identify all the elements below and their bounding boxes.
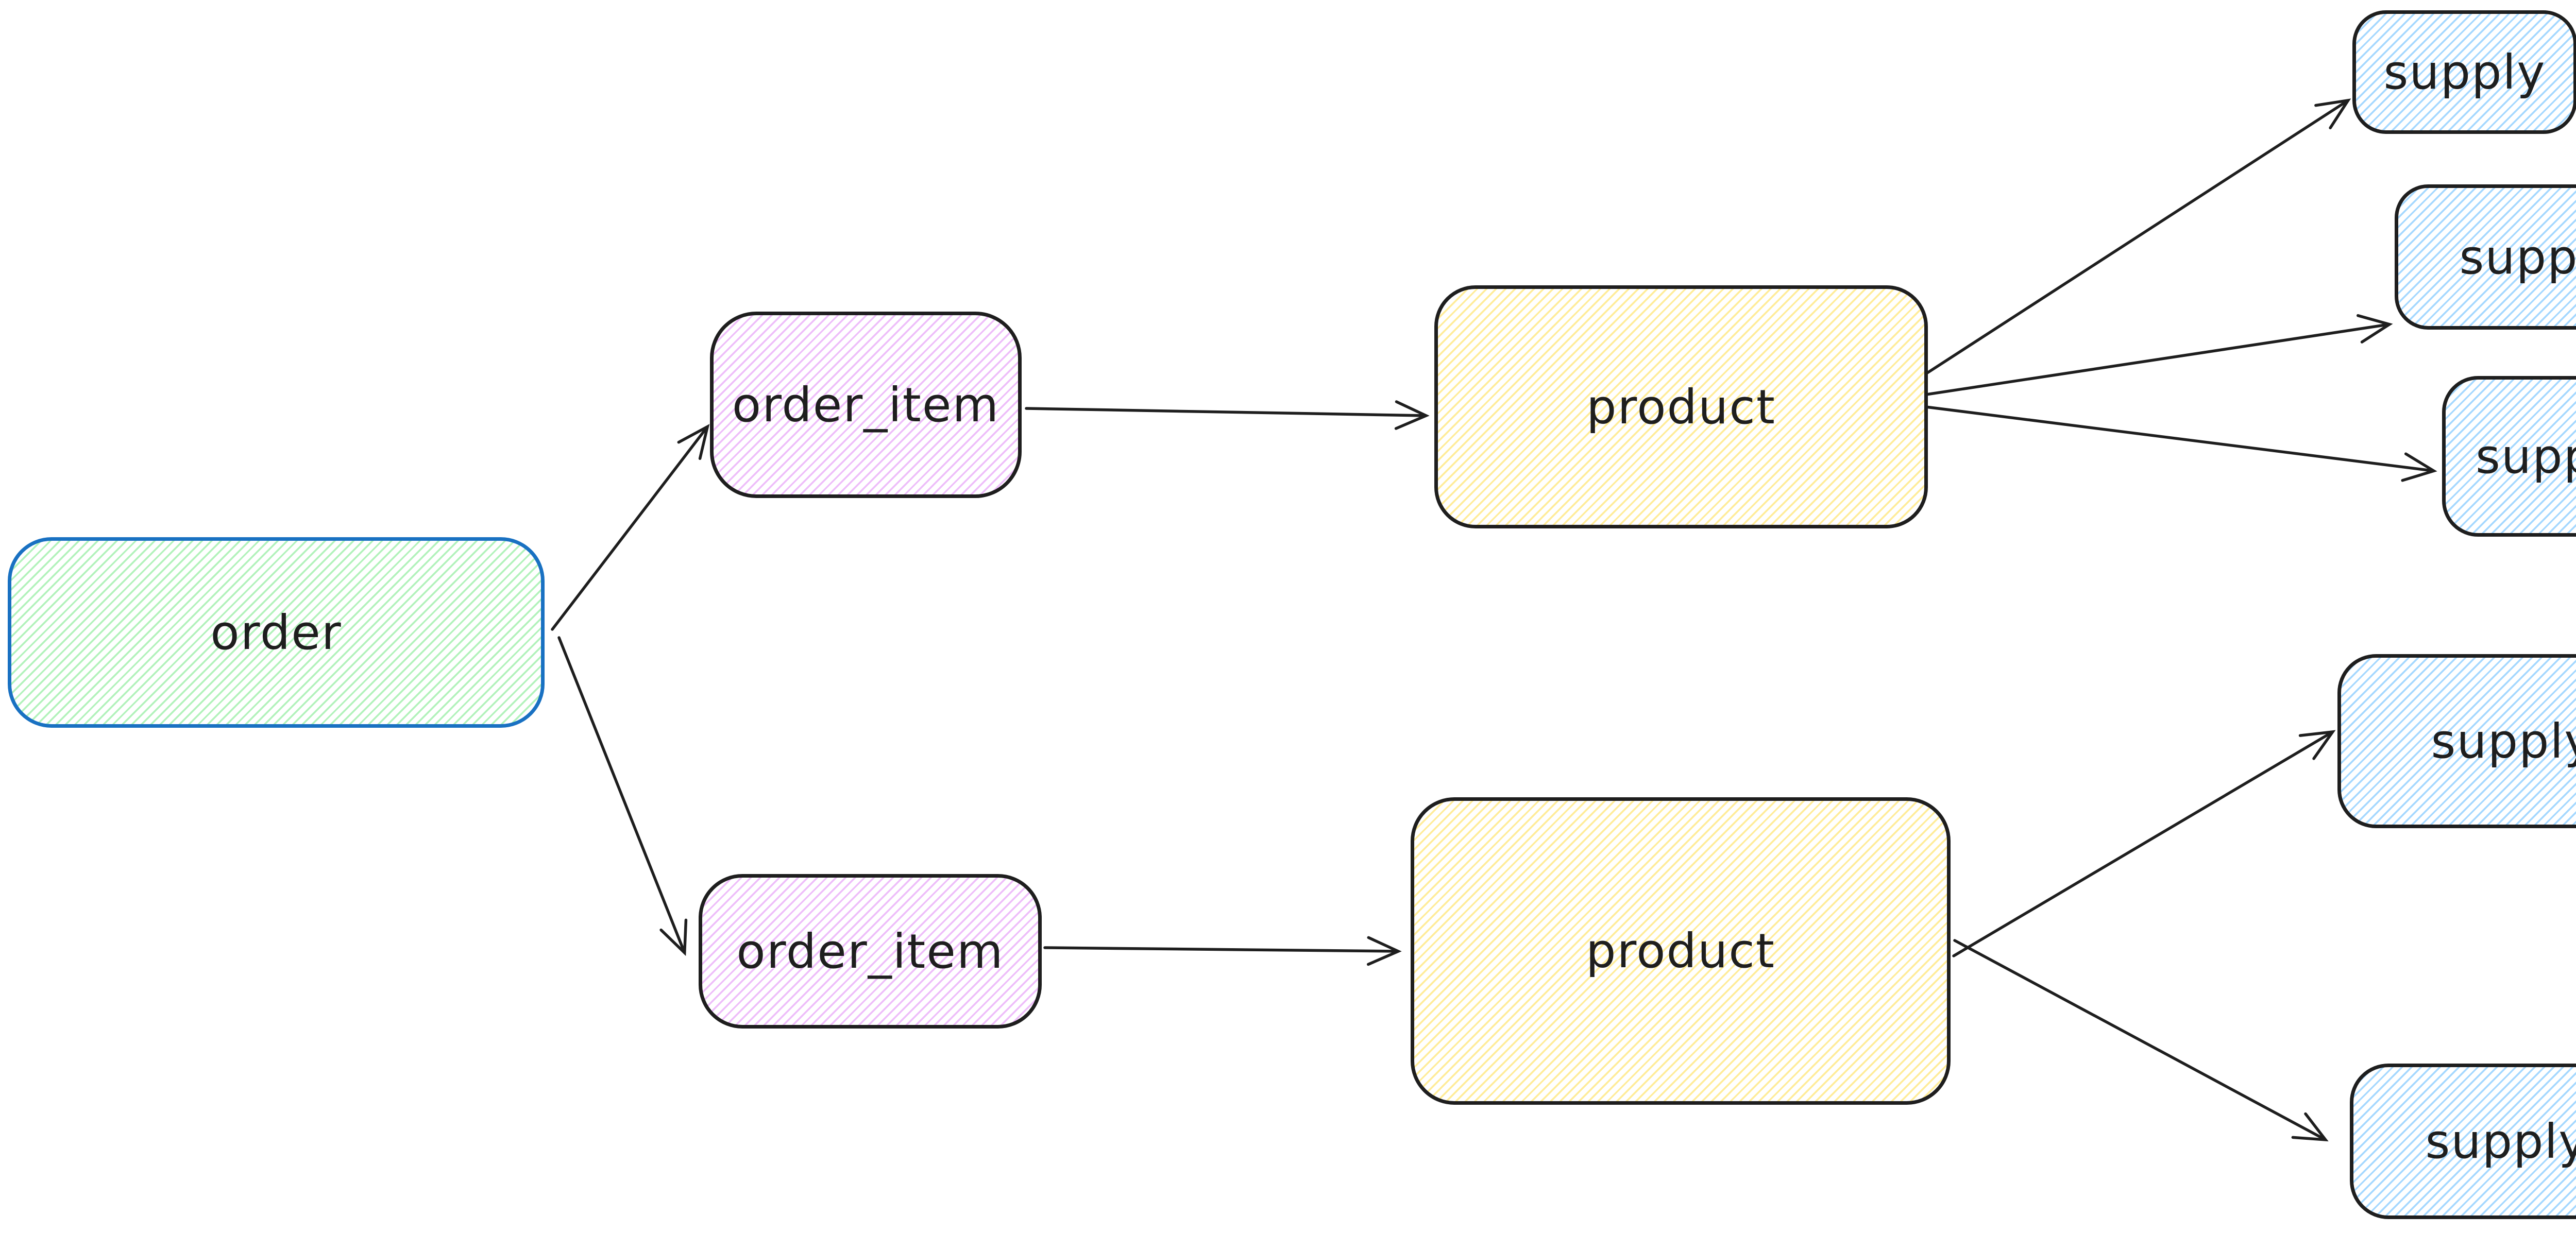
node-supply-3: supply	[2442, 376, 2576, 537]
node-order: order	[8, 537, 545, 728]
node-product-1: product	[1434, 285, 1928, 528]
node-order-item-1-label: order_item	[732, 377, 1000, 433]
node-product-2-label: product	[1586, 923, 1775, 979]
arrow-order-item-1-to-product-1	[1025, 400, 1430, 430]
arrow-product-2-to-supply-4	[1952, 730, 2336, 957]
node-order-item-1: order_item	[710, 312, 1022, 498]
node-order-item-2-label: order_item	[736, 923, 1004, 979]
arrow-product-1-to-supply-3	[1920, 405, 2437, 482]
node-supply-5: supply	[2350, 1064, 2576, 1219]
node-supply-2-label: supply	[2459, 229, 2576, 285]
node-supply-4-label: supply	[2431, 713, 2576, 769]
node-product-2: product	[1411, 797, 1951, 1105]
node-supply-3-label: supply	[2475, 429, 2576, 484]
node-supply-1: supply	[2352, 10, 2576, 134]
node-supply-5-label: supply	[2425, 1114, 2576, 1169]
node-supply-2: supply	[2395, 184, 2576, 330]
node-order-label: order	[210, 605, 342, 660]
arrow-order-to-order-item-2	[557, 636, 688, 956]
arrow-order-to-order-item-1	[551, 424, 710, 631]
arrow-product-2-to-supply-5	[1953, 939, 2329, 1142]
arrow-product-1-to-supply-1	[1920, 98, 2351, 378]
arrow-product-1-to-supply-2	[1921, 314, 2393, 397]
node-product-1-label: product	[1586, 379, 1776, 435]
node-order-item-2: order_item	[699, 874, 1042, 1029]
arrow-order-item-2-to-product-2	[1043, 936, 1402, 966]
node-supply-1-label: supply	[2383, 44, 2546, 100]
node-supply-4: supply	[2337, 654, 2576, 828]
